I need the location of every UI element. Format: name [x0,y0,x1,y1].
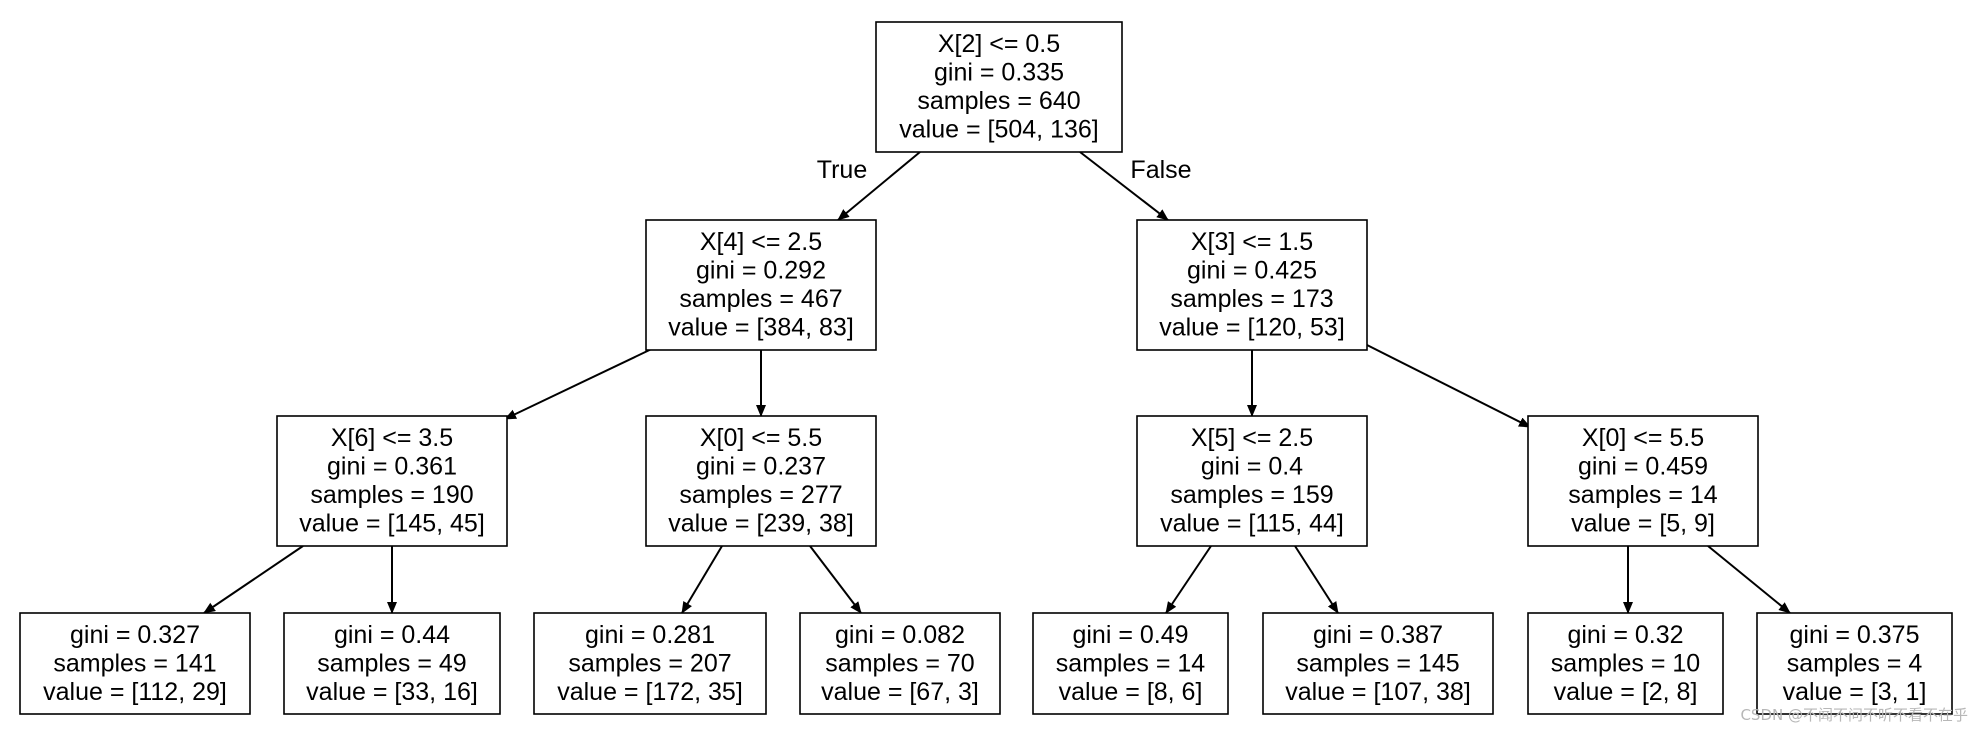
node-line: value = [239, 38] [668,510,854,538]
node-box [283,612,501,715]
node-box [645,415,877,547]
node-line: value = [112, 29] [43,678,227,706]
node-box [1527,415,1759,547]
node-line: samples = 4 [1787,649,1923,677]
node-line: gini = 0.49 [1072,621,1188,649]
node-line: samples = 173 [1170,285,1333,313]
node-box [19,612,251,715]
edge-n5-n12 [1294,545,1339,614]
node-line: gini = 0.387 [1313,621,1443,649]
node-line: samples = 159 [1170,481,1333,509]
node-line: value = [172, 35] [557,678,743,706]
node-line: gini = 0.335 [934,59,1064,87]
node-line: X[3] <= 1.5 [1191,228,1313,256]
node-box [875,21,1123,153]
edge-label-true: True [817,156,867,184]
node-line: samples = 207 [568,649,731,677]
node-line: samples = 145 [1296,649,1459,677]
node-line: value = [120, 53] [1159,314,1345,342]
node-line: gini = 0.361 [327,453,457,481]
edge-n4-n9 [681,545,723,614]
edge-n4-n10 [809,545,862,614]
node-line: gini = 0.292 [696,257,826,285]
node-line: X[6] <= 3.5 [331,424,453,452]
node-line: value = [2, 8] [1554,678,1698,706]
edge-n3-n7 [203,545,304,614]
edge-n2-n6 [1366,344,1531,428]
node-line: gini = 0.44 [334,621,450,649]
node-box [1032,612,1229,715]
node-line: gini = 0.425 [1187,257,1317,285]
node-line: samples = 190 [310,481,473,509]
node-line: value = [5, 9] [1571,510,1715,538]
node-line: value = [67, 3] [821,678,979,706]
node-line: value = [3, 1] [1783,678,1927,706]
edge-n5-n11 [1165,545,1212,614]
node-box [799,612,1001,715]
node-box [1136,415,1368,547]
node-line: samples = 467 [679,285,842,313]
node-line: samples = 277 [679,481,842,509]
node-line: value = [504, 136] [899,116,1098,144]
node-line: gini = 0.4 [1201,453,1303,481]
node-line: X[4] <= 2.5 [700,228,822,256]
node-line: samples = 14 [1568,481,1717,509]
node-box [1262,612,1494,715]
node-box [1756,612,1953,715]
node-line: samples = 10 [1551,649,1700,677]
node-line: gini = 0.459 [1578,453,1708,481]
edge-n0-n1 [837,151,921,221]
node-line: samples = 14 [1056,649,1205,677]
node-box [276,415,508,547]
watermark-text: CSDN @不闻不问不听不看不在乎 [1740,706,1968,724]
node-line: X[0] <= 5.5 [1582,424,1704,452]
node-line: samples = 49 [317,649,466,677]
node-line: value = [145, 45] [299,510,485,538]
node-line: value = [33, 16] [306,678,478,706]
edge-n0-n2 [1079,151,1169,221]
edge-n6-n14 [1707,545,1791,614]
node-line: gini = 0.375 [1790,621,1920,649]
node-line: gini = 0.082 [835,621,965,649]
node-box [645,219,877,351]
node-line: X[2] <= 0.5 [938,30,1060,58]
node-line: value = [8, 6] [1059,678,1203,706]
node-line: value = [115, 44] [1160,510,1344,538]
node-box [1136,219,1368,351]
edge-n1-n3 [504,344,661,420]
node-box [1527,612,1724,715]
node-line: gini = 0.281 [585,621,715,649]
node-line: value = [107, 38] [1285,678,1471,706]
node-line: samples = 70 [825,649,974,677]
node-line: samples = 640 [917,87,1080,115]
node-line: X[5] <= 2.5 [1191,424,1313,452]
node-line: gini = 0.32 [1567,621,1683,649]
node-line: value = [384, 83] [668,314,854,342]
node-box [533,612,767,715]
edge-label-false: False [1130,156,1191,184]
node-line: X[0] <= 5.5 [700,424,822,452]
node-line: gini = 0.237 [696,453,826,481]
node-line: gini = 0.327 [70,621,200,649]
node-line: samples = 141 [53,649,216,677]
